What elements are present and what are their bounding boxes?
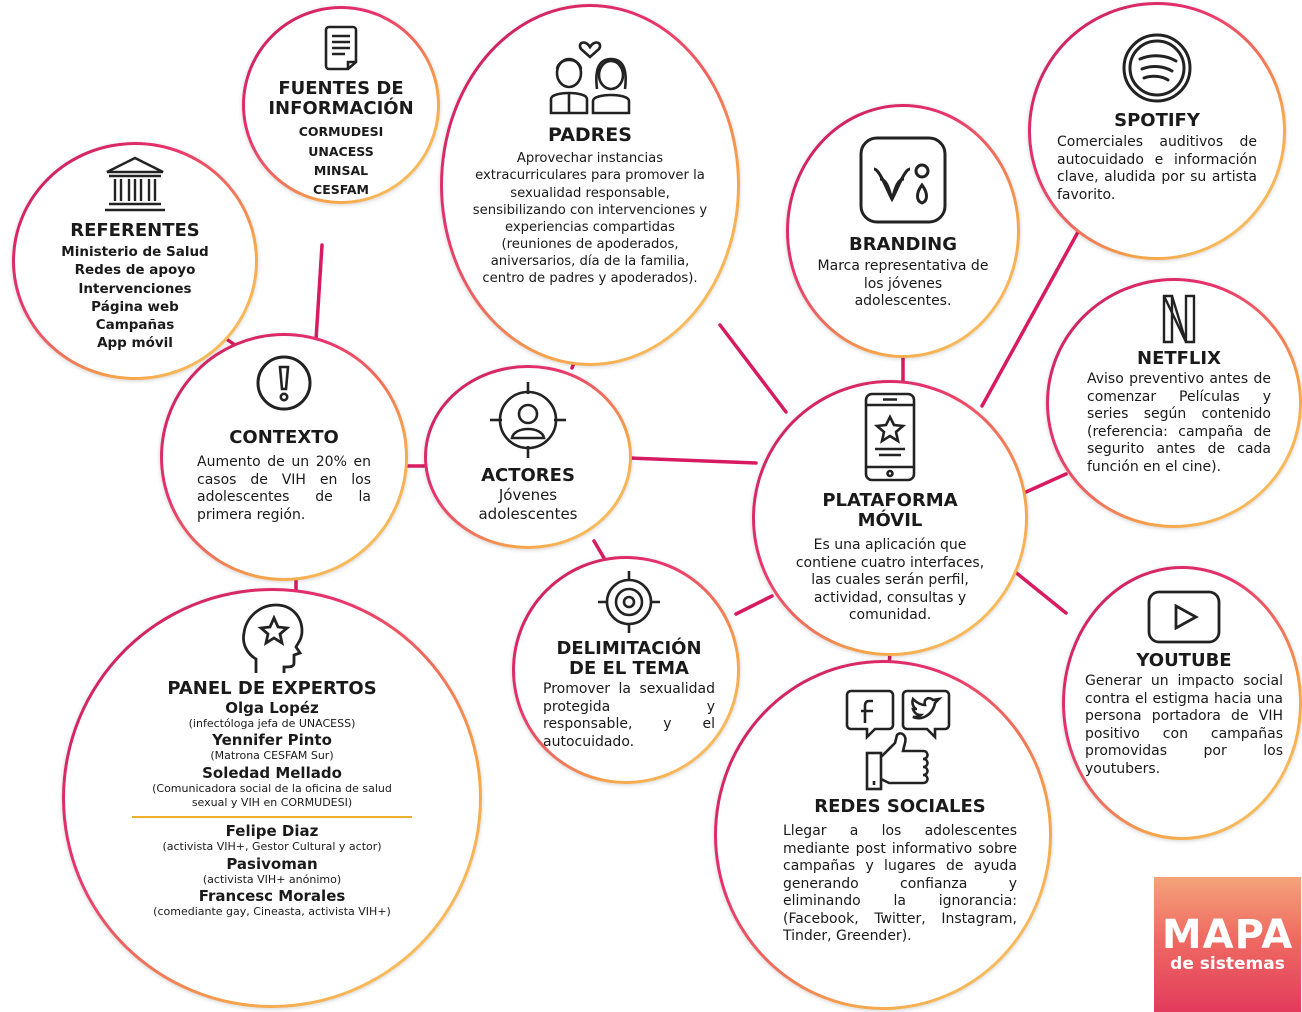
social-media-like-icon (845, 689, 951, 791)
node-contexto: CONTEXTO Aumento de un 20% en casos de V… (160, 333, 408, 581)
referentes-item: Intervenciones (78, 280, 192, 297)
netflix-title: NETFLIX (1137, 348, 1221, 369)
head-star-icon (242, 603, 304, 673)
referentes-item: Redes de apoyo (74, 262, 196, 279)
expert-name: Felipe Diaz (225, 822, 319, 841)
branding-text: Marca representativa de los jóvenes adol… (817, 258, 989, 310)
spotify-icon (1122, 33, 1192, 103)
contexto-text: Aumento de un 20% en casos de VIH en los… (197, 454, 371, 523)
fuentes-item: UNACESS (308, 143, 374, 159)
plataforma-title: PLATAFORMA MÓVIL (822, 490, 958, 532)
referentes-title: REFERENTES (70, 220, 200, 241)
spotify-text: Comerciales auditivos de autocuidado e i… (1057, 134, 1257, 203)
fuentes-item: CORMUDESI (298, 124, 384, 140)
link-fuentes-contexto (314, 243, 324, 342)
node-panel-de-expertos: PANEL DE EXPERTOS Olga Lopéz (infectólog… (62, 588, 482, 1008)
expert-name: Francesc Morales (198, 886, 346, 905)
spotify-title: SPOTIFY (1114, 110, 1200, 131)
fuentes-title: FUENTES DE INFORMACIÓN (268, 78, 414, 120)
node-delimitacion: DELIMITACIÓN DE EL TEMA Promover la sexu… (512, 556, 740, 784)
expert-role: (Comunicadora social de la oficina de sa… (152, 781, 392, 810)
node-spotify: SPOTIFY Comerciales auditivos de autocui… (1028, 2, 1286, 260)
referentes-item: Página web (91, 298, 179, 315)
node-netflix: NETFLIX Aviso preventivo antes de comenz… (1046, 278, 1302, 528)
redes-text: Llegar a los adolescentes mediante post … (783, 823, 1017, 945)
link-spotify-plataforma (980, 230, 1080, 408)
expert-name: Pasivoman (226, 854, 318, 873)
node-padres: PADRES Aprovechar instancias extracurric… (440, 4, 740, 366)
referentes-item: Ministerio de Salud (61, 244, 209, 261)
actores-text: Jóvenes adolescentes (478, 486, 578, 523)
referentes-list: Ministerio de Salud Redes de apoyo Inter… (61, 243, 208, 352)
exclamation-icon (256, 355, 312, 411)
branding-title: BRANDING (848, 234, 958, 255)
padres-title: PADRES (548, 124, 632, 146)
delimitacion-title: DELIMITACIÓN DE EL TEMA (556, 638, 702, 680)
expert-role: (Matrona CESFAM Sur) (210, 749, 334, 763)
document-list-icon (324, 25, 358, 71)
institution-building-icon (105, 156, 165, 212)
youtube-text: Generar un impacto social contra el esti… (1085, 673, 1283, 777)
expert-name: Olga Lopéz (225, 699, 319, 718)
actores-title: ACTORES (481, 465, 575, 486)
link-actores-plataforma (628, 456, 758, 465)
brand-logo-icon (859, 136, 947, 224)
panel-title: PANEL DE EXPERTOS (167, 678, 377, 699)
smartphone-star-icon (864, 392, 916, 482)
padres-text: Aprovechar instancias extracurriculares … (472, 151, 708, 287)
logo-sub-text: de sistemas (1170, 954, 1285, 975)
node-redes-sociales: REDES SOCIALES Llegar a los adolescentes… (714, 660, 1052, 1010)
target-person-icon (490, 382, 566, 458)
node-referentes: REFERENTES Ministerio de Salud Redes de … (12, 142, 258, 380)
contexto-title: CONTEXTO (229, 427, 339, 448)
plataforma-text: Es una aplicación que contiene cuatro in… (795, 537, 985, 624)
experts-divider (132, 816, 412, 819)
expert-role: (activista VIH+ anónimo) (202, 872, 342, 886)
fuentes-list: CORMUDESI UNACESS MINSAL CESFAM (299, 122, 384, 200)
expert-role: (activista VIH+, Gestor Cultural y actor… (162, 840, 382, 854)
node-fuentes-de-informacion: FUENTES DE INFORMACIÓN CORMUDESI UNACESS… (242, 6, 440, 204)
couple-heart-icon (549, 41, 631, 115)
bullseye-icon (598, 571, 660, 633)
link-padres-plataforma (718, 323, 788, 414)
link-delimitacion-plataforma (734, 594, 774, 616)
youtube-title: YOUTUBE (1136, 650, 1232, 671)
expert-role: (infectóloga jefa de UNACESS) (188, 717, 356, 731)
referentes-item: App móvil (97, 335, 173, 352)
link-actores-delimitacion (592, 539, 606, 560)
youtube-play-icon (1147, 590, 1221, 644)
netflix-icon (1162, 294, 1196, 344)
link-youtube-plataforma (1012, 569, 1068, 615)
node-youtube: YOUTUBE Generar un impacto social contra… (1062, 566, 1302, 840)
expert-name: Soledad Mellado (202, 763, 342, 782)
fuentes-item: CESFAM (313, 182, 369, 198)
netflix-text: Aviso preventivo antes de comenzar Pelíc… (1087, 371, 1271, 475)
referentes-item: Campañas (95, 317, 175, 334)
redes-title: REDES SOCIALES (814, 796, 986, 817)
expert-role: (comediante gay, Cineasta, activista VIH… (153, 904, 391, 918)
expert-name: Yennifer Pinto (212, 731, 332, 750)
node-actores: ACTORES Jóvenes adolescentes (424, 365, 632, 549)
link-netflix-plataforma (1024, 472, 1068, 494)
fuentes-item: MINSAL (313, 163, 369, 179)
node-branding: BRANDING Marca representativa de los jóv… (786, 104, 1020, 358)
logo-main-text: MAPA (1161, 912, 1294, 959)
node-plataforma-movil: PLATAFORMA MÓVIL Es una aplicación que c… (752, 380, 1028, 656)
mapa-de-sistemas-logo: MAPA de sistemas (1154, 877, 1301, 1012)
delimitacion-text: Promover la sexualidad protegida y respo… (543, 681, 715, 750)
